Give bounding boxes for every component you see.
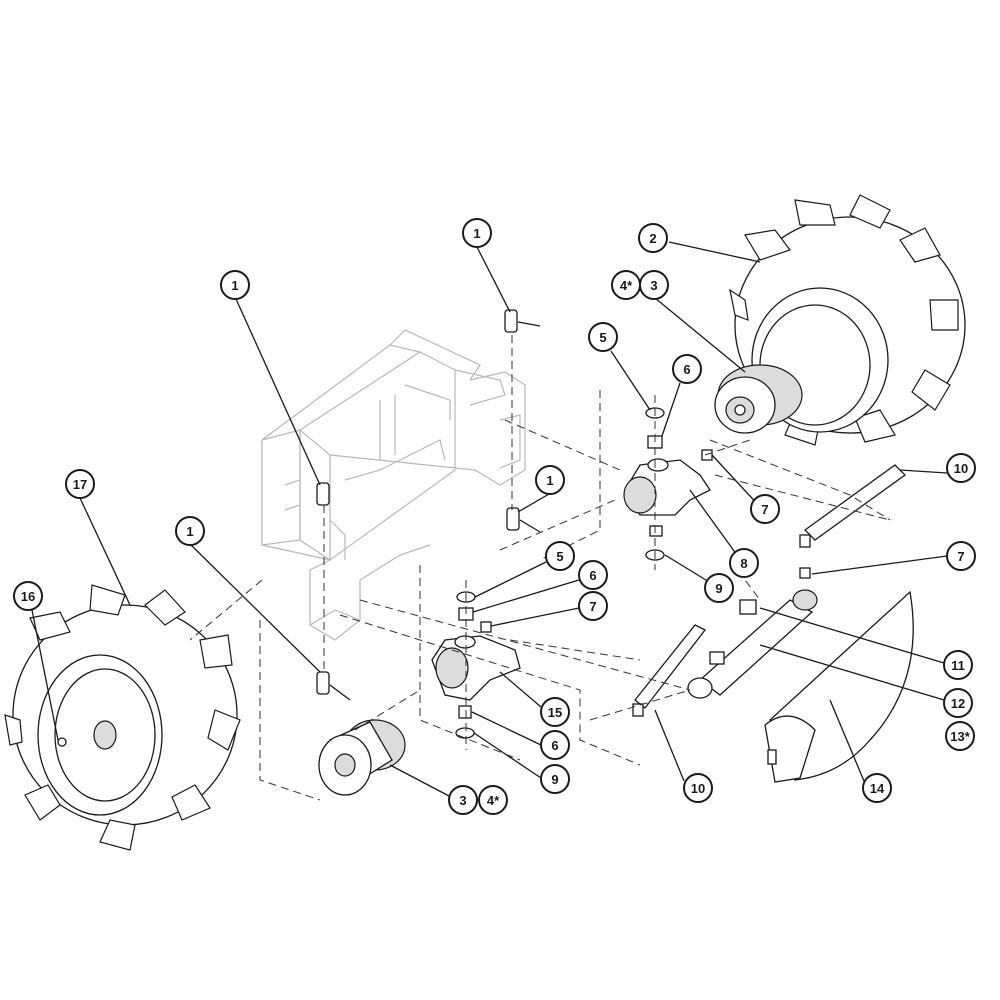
callout-label: 14 <box>870 781 885 796</box>
callout-17: 17 <box>65 469 95 499</box>
callout-label: 9 <box>715 581 722 596</box>
callout-7-rear: 7 <box>750 494 780 524</box>
callout-label: 4* <box>487 793 500 808</box>
leader-lines <box>31 241 948 797</box>
callout-7-front: 7 <box>578 591 608 621</box>
callout-label: 7 <box>589 599 596 614</box>
callout-5-rear: 5 <box>588 322 618 352</box>
callout-label: 1 <box>186 524 193 539</box>
cylinder-guard <box>764 590 914 783</box>
callout-4-front: 4* <box>478 785 508 815</box>
callout-6-rear: 6 <box>672 354 702 384</box>
callout-5-front: 5 <box>545 541 575 571</box>
callout-label: 7 <box>761 502 768 517</box>
callout-label: 17 <box>73 477 87 492</box>
callout-3-rear: 3 <box>639 270 669 300</box>
callout-6-front-top: 6 <box>578 560 608 590</box>
callout-1-mid: 1 <box>535 465 565 495</box>
callout-8: 8 <box>729 548 759 578</box>
callout-label: 12 <box>951 696 965 711</box>
callout-label: 13* <box>950 729 970 744</box>
callout-16: 16 <box>13 581 43 611</box>
front-tire <box>4 584 241 851</box>
rear-hub-motor <box>714 364 803 434</box>
tie-rods <box>632 464 906 717</box>
callout-6-front-bottom: 6 <box>540 730 570 760</box>
callout-12: 12 <box>943 688 973 718</box>
callout-2: 2 <box>638 223 668 253</box>
callout-label: 9 <box>551 772 558 787</box>
callout-label: 15 <box>548 705 562 720</box>
callout-label: 5 <box>599 330 606 345</box>
callout-1-left: 1 <box>220 270 250 300</box>
callout-4-rear: 4* <box>611 270 641 300</box>
pivot-pins <box>316 309 541 701</box>
callout-11: 11 <box>943 650 973 680</box>
callout-9-rear: 9 <box>704 573 734 603</box>
callout-label: 4* <box>620 278 633 293</box>
callout-label: 3 <box>650 278 657 293</box>
callout-label: 3 <box>459 793 466 808</box>
front-hub-motor <box>318 719 406 796</box>
callout-7-cylinder: 7 <box>946 541 976 571</box>
callout-label: 6 <box>551 738 558 753</box>
callout-15: 15 <box>540 697 570 727</box>
callout-label: 16 <box>21 589 35 604</box>
callout-9-front: 9 <box>540 764 570 794</box>
callout-label: 7 <box>957 549 964 564</box>
callout-3-front: 3 <box>448 785 478 815</box>
callout-label: 1 <box>546 473 553 488</box>
callout-label: 11 <box>951 658 965 673</box>
callout-10-front: 10 <box>683 773 713 803</box>
callout-label: 1 <box>473 226 480 241</box>
callout-label: 1 <box>231 278 238 293</box>
callout-1-top: 1 <box>462 218 492 248</box>
callout-13: 13* <box>945 721 975 751</box>
front-steering-knuckle <box>431 591 521 739</box>
steering-cylinder <box>687 567 818 699</box>
callout-10-rear: 10 <box>946 453 976 483</box>
callout-label: 2 <box>649 231 656 246</box>
callout-label: 6 <box>683 362 690 377</box>
callout-label: 10 <box>691 781 705 796</box>
callout-label: 10 <box>954 461 968 476</box>
assembly-dashed-lines <box>189 335 891 801</box>
callout-label: 5 <box>556 549 563 564</box>
callout-label: 8 <box>740 556 747 571</box>
callout-1-bottom: 1 <box>175 516 205 546</box>
rear-steering-knuckle <box>623 407 713 561</box>
callout-14: 14 <box>862 773 892 803</box>
vehicle-frame <box>261 329 526 641</box>
callout-label: 6 <box>589 568 596 583</box>
